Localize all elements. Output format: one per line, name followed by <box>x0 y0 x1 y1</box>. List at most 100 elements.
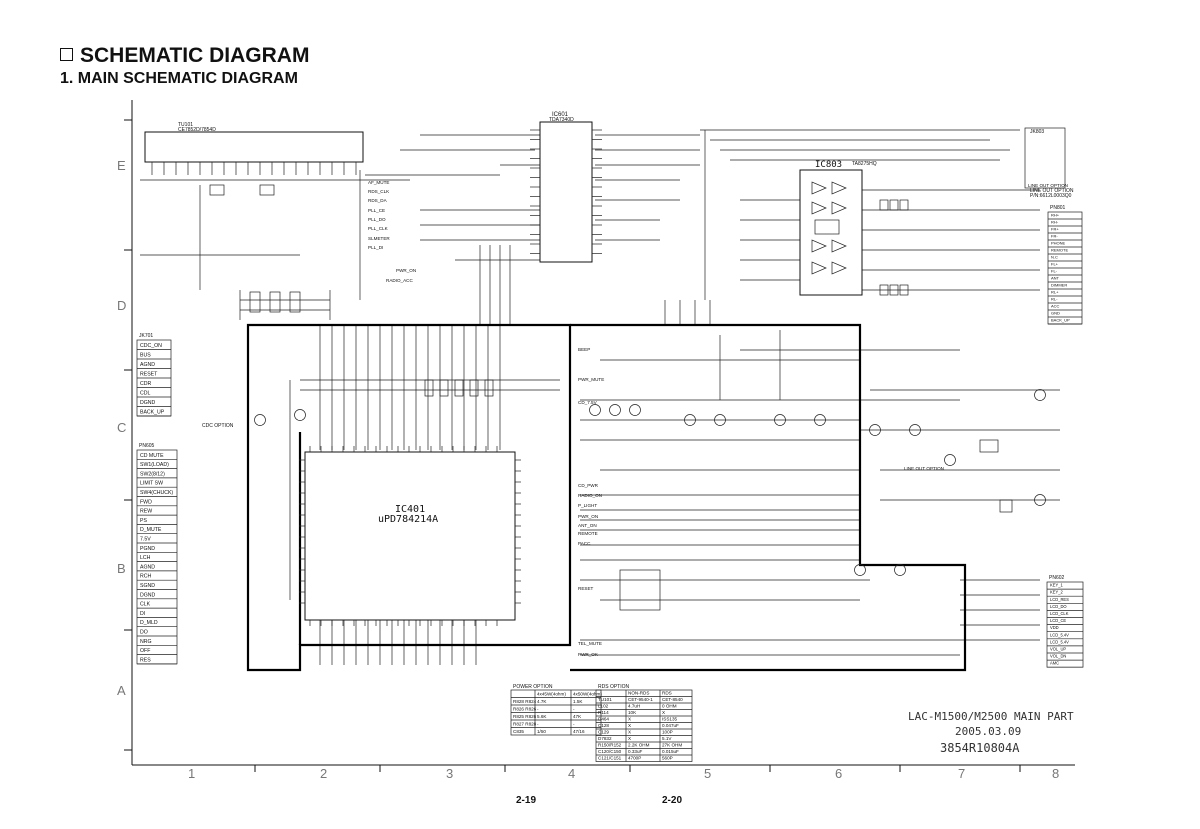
table-header-cell: 4x45W(4ohm) <box>537 692 566 697</box>
table-cell: - <box>537 722 539 727</box>
pin-label: FWD <box>140 499 152 505</box>
amp-triangle <box>831 201 847 215</box>
section-title-text: SCHEMATIC DIAGRAM <box>80 44 310 67</box>
table-cell: X <box>628 736 631 741</box>
pin-label: SW2(8/12) <box>140 471 165 477</box>
pin-label: LCD_RES <box>1050 597 1069 602</box>
amp-triangle <box>811 261 827 275</box>
ic401-ref: IC401 <box>395 504 425 515</box>
signal-labels: AF_MUTERDS_CLKRDS_DAPLL_CEPLL_DOPLL_CLKS… <box>368 180 1068 657</box>
signal-label: RADIO_ON <box>578 493 602 498</box>
row-label-E: E <box>117 158 126 173</box>
transistor <box>609 404 621 416</box>
pin-label: LCD_CE <box>1050 618 1066 623</box>
table-cell: TU101 <box>598 697 612 702</box>
table-title: RDS OPTION <box>598 684 630 690</box>
pin-label: SW1(LOAD) <box>140 462 169 468</box>
table-cell: 0 OHM <box>662 704 677 709</box>
tuner-part: CE7852D/7854D <box>178 127 216 133</box>
table-cell: - <box>537 707 539 712</box>
row-label-B: B <box>117 561 126 576</box>
pin-label: RH- <box>1051 220 1059 225</box>
pin-label: D_MLD <box>140 620 158 626</box>
amp-triangle <box>831 261 847 275</box>
col-label-5: 5 <box>704 766 711 781</box>
ic803-amplifiers <box>811 181 847 275</box>
ic601-ref: IC601 <box>552 112 569 118</box>
col-label-6: 6 <box>835 766 842 781</box>
table-cell: 560P <box>662 756 673 761</box>
table-header-cell: 4x50W(4ohm) <box>573 692 602 697</box>
component <box>454 379 464 397</box>
tuner-pins <box>151 162 357 175</box>
bus-region-right <box>570 323 967 672</box>
pin-label: VOL_UP <box>1050 647 1066 652</box>
table-cell: 47/16 <box>573 729 585 734</box>
signal-label: CD_7.5V <box>578 400 598 405</box>
connector-jk701: JK701CDC_ONBUSAGNDRESETCDRCDLDGNDBACK_UP… <box>136 333 234 429</box>
signal-label: RESET <box>578 586 594 591</box>
ic601-pins <box>530 129 602 254</box>
signal-label: ANT_ON <box>578 523 597 528</box>
connector-pn801: PN801RH+RH-FR+FR-PHONEREMOTEN.CFL+FL-ANT… <box>1047 205 1083 325</box>
transistor <box>909 424 921 436</box>
table-cell: R828 R824 <box>513 699 537 704</box>
table-cell: X <box>628 723 631 728</box>
title-drawing-number: 3854R10804A <box>940 741 1020 755</box>
table-cell: C120/C150 <box>598 749 622 754</box>
col-label-8: 8 <box>1052 766 1059 781</box>
col-ticks <box>254 765 1021 772</box>
ic401-body <box>304 451 516 621</box>
component <box>259 184 275 196</box>
jack-ref: JK803 <box>1030 129 1044 135</box>
signal-label: PWR_OK <box>578 652 599 657</box>
component <box>289 291 301 313</box>
transistor <box>294 409 306 421</box>
jack-note: LINE OUT OPTION <box>1030 188 1074 194</box>
signal-label: REMOTE <box>578 531 598 536</box>
row-label-D: D <box>117 298 126 313</box>
connector-ref: JK701 <box>139 333 153 339</box>
jack-part: P/N:6612L0003Q0 <box>1030 193 1072 199</box>
pin-label: REMOTE <box>1051 248 1068 253</box>
pin-label: DGND <box>140 400 156 406</box>
pin-label: RESET <box>140 372 158 378</box>
table-border <box>595 689 693 762</box>
transistor <box>589 404 601 416</box>
table-cell: C129 <box>598 730 609 735</box>
connector-ref: PN605 <box>139 443 155 449</box>
pin-label: FL+ <box>1051 262 1059 267</box>
wiring <box>140 129 1060 665</box>
pin-label: RL- <box>1051 297 1058 302</box>
signal-label: LINE OUT OPTION <box>904 466 944 471</box>
pin-label: BACK_UP <box>1051 318 1070 323</box>
pin-label: CLK <box>140 602 151 608</box>
section-title: SCHEMATIC DIAGRAM <box>60 44 309 68</box>
pin-label: PGND <box>140 546 155 552</box>
ic601-body <box>539 121 593 263</box>
signal-label: LINE OUT OPTION <box>1028 183 1068 188</box>
pin-label: 7.5V <box>140 537 151 543</box>
signal-label: PWR_MUTE <box>578 377 604 382</box>
table-cell: 47K <box>573 714 582 719</box>
transistor <box>869 424 881 436</box>
sub-title: 1. MAIN SCHEMATIC DIAGRAM <box>60 70 298 87</box>
component <box>899 199 909 211</box>
pin-label: GND <box>1051 311 1060 316</box>
signal-label: RDS_CLK <box>368 189 390 194</box>
amp-triangle <box>811 239 827 253</box>
table-header-cell: NON-RDS <box>628 691 649 696</box>
component <box>424 379 434 397</box>
col-label-4: 4 <box>568 766 575 781</box>
table-cell: 5.6K <box>537 714 547 719</box>
component <box>269 291 281 313</box>
table-cell: CET-9540-1 <box>628 697 653 702</box>
page-number-right: 2-20 <box>662 795 683 806</box>
jack-jk803 <box>1024 127 1066 189</box>
amp-triangle <box>811 181 827 195</box>
signal-label: PLL_DO <box>368 217 386 222</box>
pin-label: AGND <box>140 362 155 368</box>
table-cell: D7832 <box>598 736 612 741</box>
pin-label: LCD_CLK <box>1050 611 1069 616</box>
